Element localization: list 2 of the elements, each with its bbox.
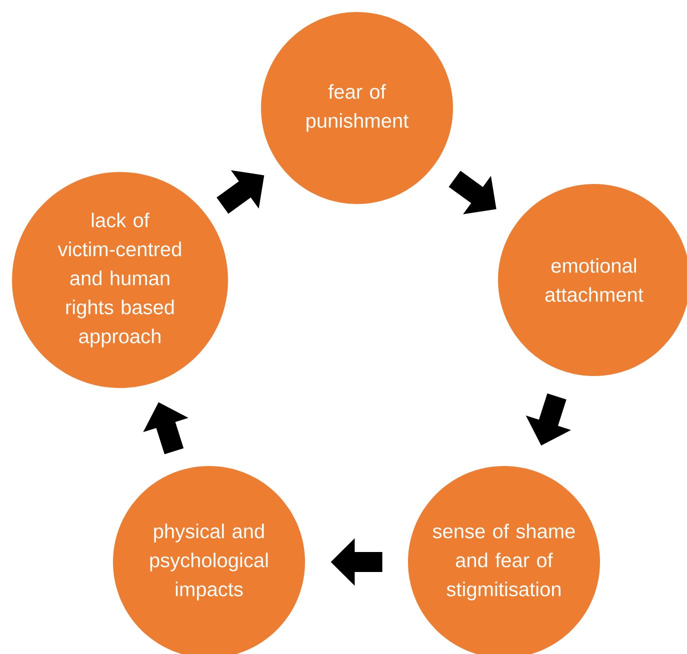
circle-node: fear of punishment: [261, 12, 453, 204]
circle-node: lack of victim-centred and human rights based approach: [12, 172, 228, 388]
